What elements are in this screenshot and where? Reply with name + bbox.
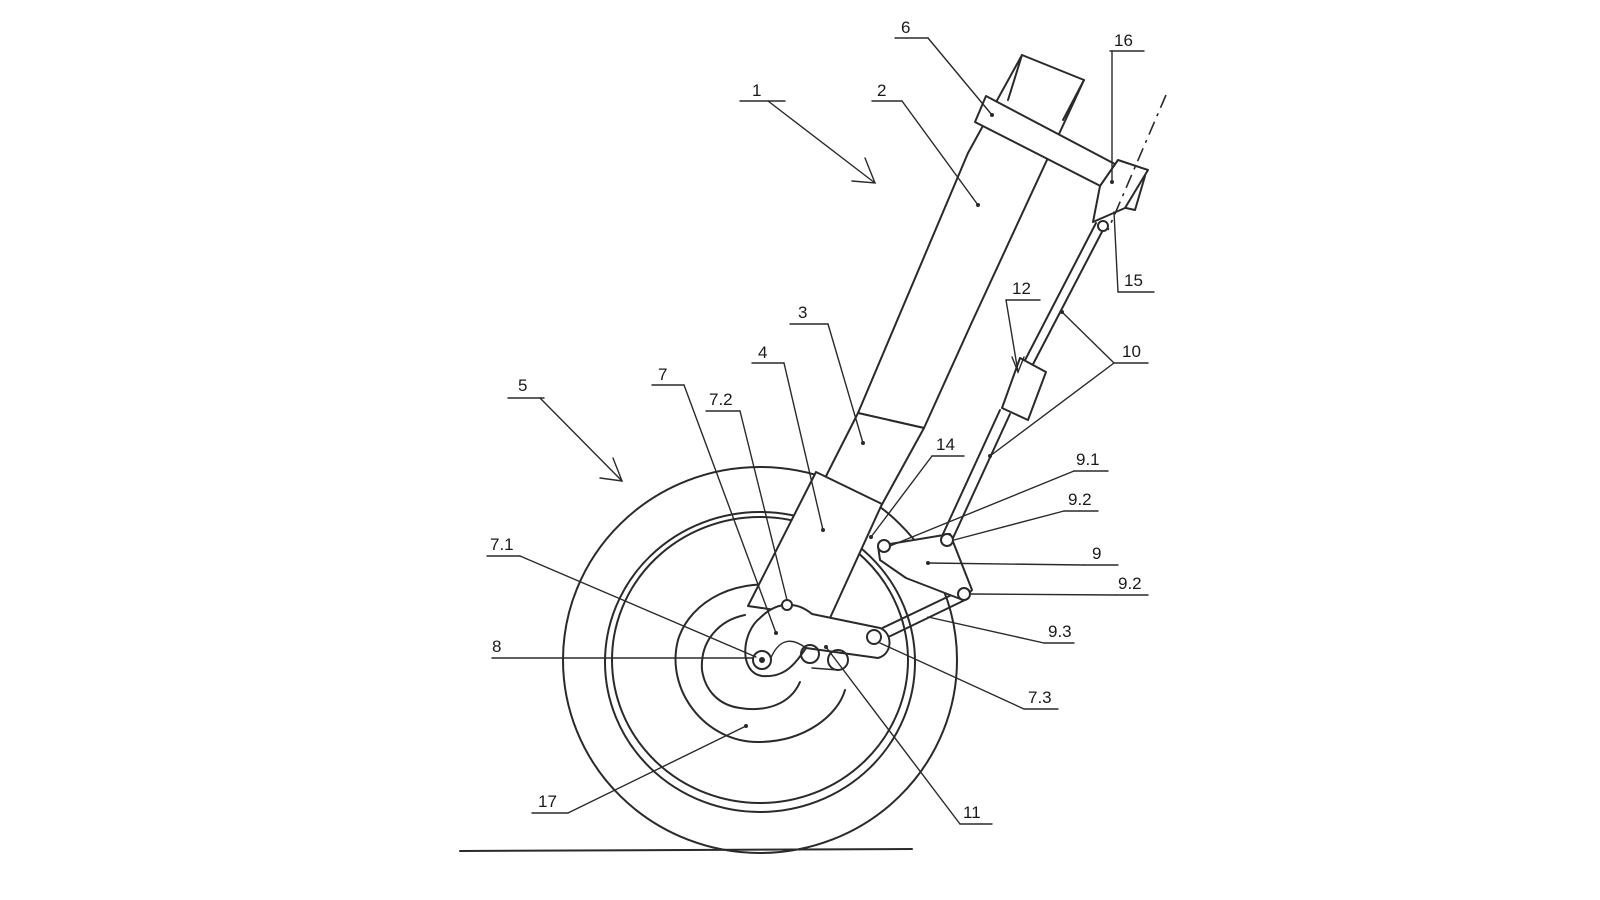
hub-inner [700, 614, 801, 710]
upper-strut-tube [857, 54, 1085, 429]
callout-9-2: 9.2 [1118, 574, 1142, 593]
callout-7-1: 7.1 [490, 535, 514, 554]
rocker-plate [877, 533, 973, 601]
callout-17: 17 [538, 792, 557, 811]
callout-10: 9.3 [1048, 622, 1072, 641]
callout-13: 12 [1012, 279, 1031, 298]
callout-11: 10 [1122, 342, 1141, 361]
callout-12: 11 [963, 803, 981, 822]
callout-4: 4 [758, 343, 767, 362]
swing-arm-inner [769, 640, 807, 661]
callout-2: 2 [877, 81, 886, 100]
callout-9: 9 [1092, 544, 1101, 563]
pivot-7-3 [866, 629, 882, 645]
annotations: 1 2 3 4 5 6 7 7.2 7.1 8 [486, 18, 1155, 825]
hub-disc [674, 583, 846, 743]
callout-7: 7 [658, 365, 667, 384]
stop-circle-a [800, 644, 820, 664]
link-rod [871, 589, 968, 643]
ground-line [459, 848, 913, 852]
tire-inner [604, 511, 916, 813]
callout-9-1: 9.1 [1076, 450, 1100, 469]
pivot-15 [1097, 220, 1109, 232]
pivot-9-1 [877, 539, 891, 553]
axle-8-core [759, 657, 765, 663]
callout-5: 5 [518, 376, 527, 395]
callout-3: 3 [798, 303, 807, 322]
callout-15: 15 [1124, 271, 1143, 290]
wheel [562, 466, 958, 854]
pivot-9-3 [940, 533, 954, 547]
swing-arm [744, 603, 891, 678]
damper-rod [942, 222, 1106, 539]
callout-7-3: 7.3 [1028, 688, 1052, 707]
pivot-9-2 [957, 587, 971, 601]
upper-bracket [974, 95, 1149, 223]
axis-line [1107, 94, 1167, 231]
callout-16: 16 [1114, 31, 1133, 50]
pivot-7-2 [781, 599, 793, 611]
rim [611, 516, 909, 804]
callout-6: 6 [901, 18, 910, 37]
callout-9-3: 9.2 [1068, 490, 1092, 509]
damper-body [1001, 357, 1047, 421]
stop-tangent [811, 667, 839, 671]
callout-14: 14 [936, 435, 955, 454]
tire-outer [562, 466, 958, 854]
callout-7-2: 7.2 [709, 390, 733, 409]
callout-8: 8 [492, 637, 501, 656]
pivot-joints [752, 220, 1109, 670]
callout-1: 1 [752, 81, 761, 100]
